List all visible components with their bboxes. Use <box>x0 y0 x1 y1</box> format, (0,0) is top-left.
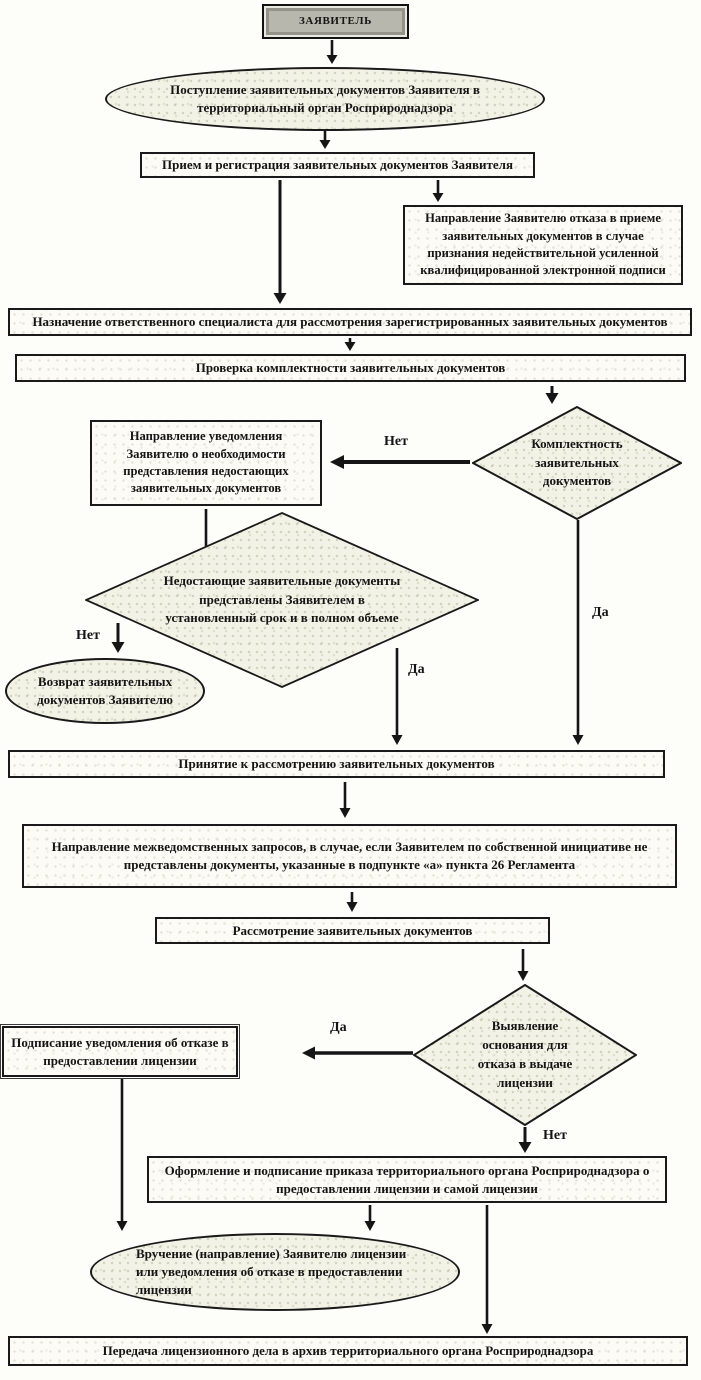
diamond-outline <box>85 512 479 688</box>
node-receipt-ellipse: Поступление заявительных документов Заяв… <box>105 67 545 131</box>
diamond-outline <box>472 406 682 520</box>
node-sign-refusal-box: Подписание уведомления об отказе в предо… <box>2 1026 238 1077</box>
edge-label-yes-refusal-grounds: Да <box>330 1020 347 1035</box>
edge-label-yes-missing-docs: Да <box>408 662 425 677</box>
diamond-label: Комплектность заявительных документов <box>531 435 623 489</box>
diamond-label: Недостающие заявительные документы предс… <box>163 572 401 626</box>
edge-label-no-completeness: Нет <box>384 434 408 449</box>
node-issue-order-box: Оформление и подписание приказа территор… <box>147 1156 667 1203</box>
diamond-outline <box>413 984 637 1126</box>
node-completeness-decision-diamond: Комплектность заявительных документов <box>472 406 682 520</box>
node-notify-missing-box: Направление уведомления Заявителю о необ… <box>90 420 322 506</box>
node-review-docs-box: Рассмотрение заявительных документов <box>155 917 550 944</box>
node-accept-for-review-box: Принятие к рассмотрению заявительных док… <box>8 750 665 778</box>
node-missing-docs-decision-diamond: Недостающие заявительные документы предс… <box>85 512 479 688</box>
node-applicant: ЗАЯВИТЕЛЬ <box>262 4 409 39</box>
node-assign-specialist-box: Назначение ответственного специалиста дл… <box>8 308 692 336</box>
node-reception-box: Прием и регистрация заявительных докумен… <box>140 152 535 178</box>
edge-label-yes-completeness: Да <box>592 605 609 620</box>
diamond-label: Выявление основания для отказа в выдаче … <box>477 1018 573 1090</box>
node-return-docs-ellipse: Возврат заявительных документов Заявител… <box>5 658 205 724</box>
node-archive-box: Передача лицензионного дела в архив терр… <box>8 1336 688 1366</box>
edge-label-no-missing-docs: Нет <box>76 628 100 643</box>
node-handover-ellipse: Вручение (направление) Заявителю лицензи… <box>90 1233 460 1311</box>
node-completeness-check-box: Проверка комплектности заявительных доку… <box>15 354 686 382</box>
node-refusal-grounds-diamond: Выявление основания для отказа в выдаче … <box>413 984 637 1126</box>
edge-label-no-refusal-grounds: Нет <box>543 1128 567 1143</box>
node-esign-refusal-box: Направление Заявителю отказа в приеме за… <box>403 205 683 285</box>
node-interagency-requests-box: Направление межведомственных запросов, в… <box>22 824 677 888</box>
